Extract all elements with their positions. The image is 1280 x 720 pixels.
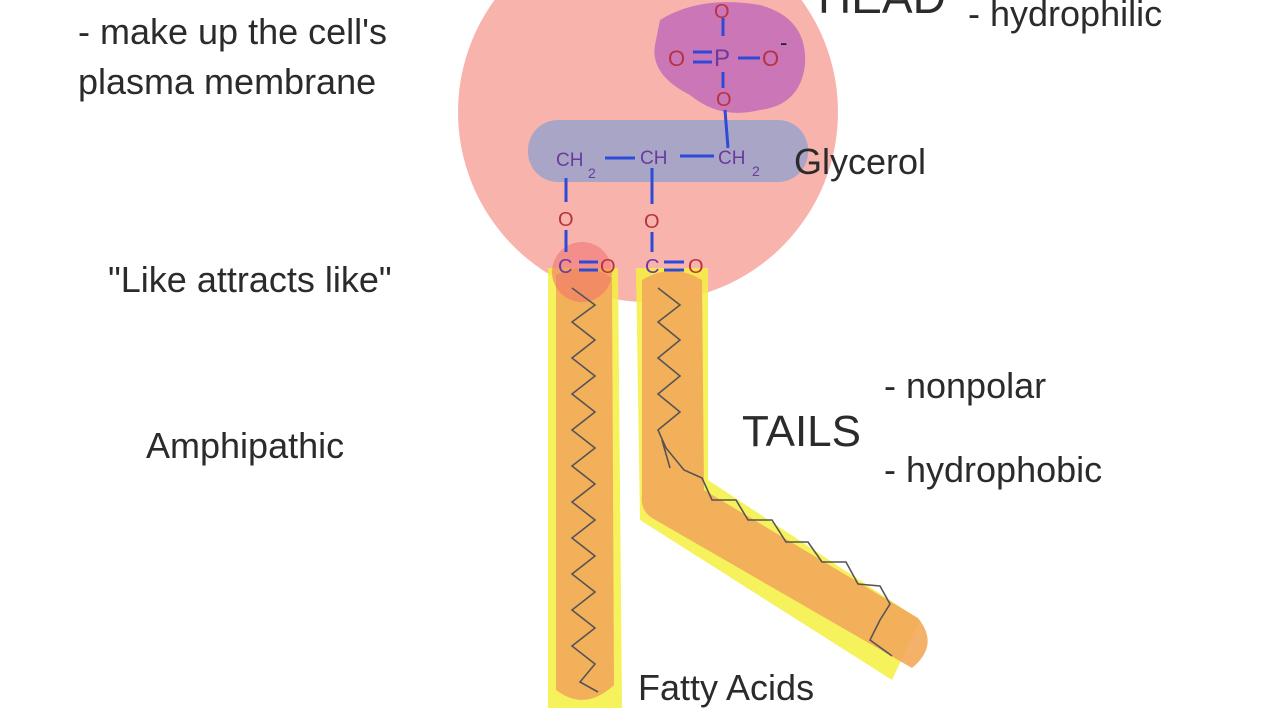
glycerol-label: Glycerol bbox=[794, 141, 927, 182]
tails-property-nonpolar: - nonpolar bbox=[884, 365, 1047, 406]
glycerol-ch-center: CH bbox=[640, 148, 667, 169]
ester-o-link-2: O bbox=[644, 211, 660, 233]
tail-1-fill bbox=[556, 268, 614, 700]
phosphate-o-top: O bbox=[714, 1, 730, 23]
head-property-hydrophilic: - hydrophilic bbox=[968, 0, 1163, 34]
tails-property-hydrophobic: - hydrophobic bbox=[884, 449, 1103, 490]
membrane-note-line2: plasma membrane bbox=[78, 61, 377, 102]
glycerol-ch2-left: CH bbox=[556, 150, 583, 171]
glycerol-ch2-right: CH bbox=[718, 148, 745, 169]
ester-o-link-1: O bbox=[558, 209, 574, 231]
phosphate-blob bbox=[654, 2, 806, 113]
membrane-note-line1: - make up the cell's bbox=[78, 11, 388, 52]
amphipathic-label: Amphipathic bbox=[146, 425, 345, 466]
tails-title: TAILS bbox=[742, 407, 862, 456]
glycerol-ch2-right-sub: 2 bbox=[752, 163, 760, 179]
ester-o-2: O bbox=[688, 256, 704, 278]
like-attracts-note: "Like attracts like" bbox=[108, 259, 392, 300]
ester-c-1: C bbox=[558, 256, 572, 278]
fatty-acids-label: Fatty Acids bbox=[638, 667, 815, 708]
fatty-acid-chain-2 bbox=[656, 287, 893, 657]
chemical-bonds bbox=[564, 18, 760, 272]
head-title: HEAD bbox=[818, 0, 946, 20]
fatty-acid-chain-1 bbox=[570, 287, 599, 693]
double-bond bbox=[661, 439, 671, 469]
glycerol-band bbox=[528, 120, 808, 182]
ester-highlight bbox=[552, 242, 612, 302]
phosphate-charge: - bbox=[780, 30, 787, 55]
glycerol-ch2-left-sub: 2 bbox=[588, 165, 596, 181]
ester-o-1: O bbox=[600, 256, 616, 278]
tail-2-fill bbox=[641, 271, 928, 668]
phosphate-o-bottom: O bbox=[716, 89, 732, 111]
ester-c-2: C bbox=[645, 256, 659, 278]
phosphate-o-right: O bbox=[762, 46, 779, 71]
phosphate-o-left: O bbox=[668, 46, 685, 71]
phosphate-p: P bbox=[714, 45, 730, 72]
